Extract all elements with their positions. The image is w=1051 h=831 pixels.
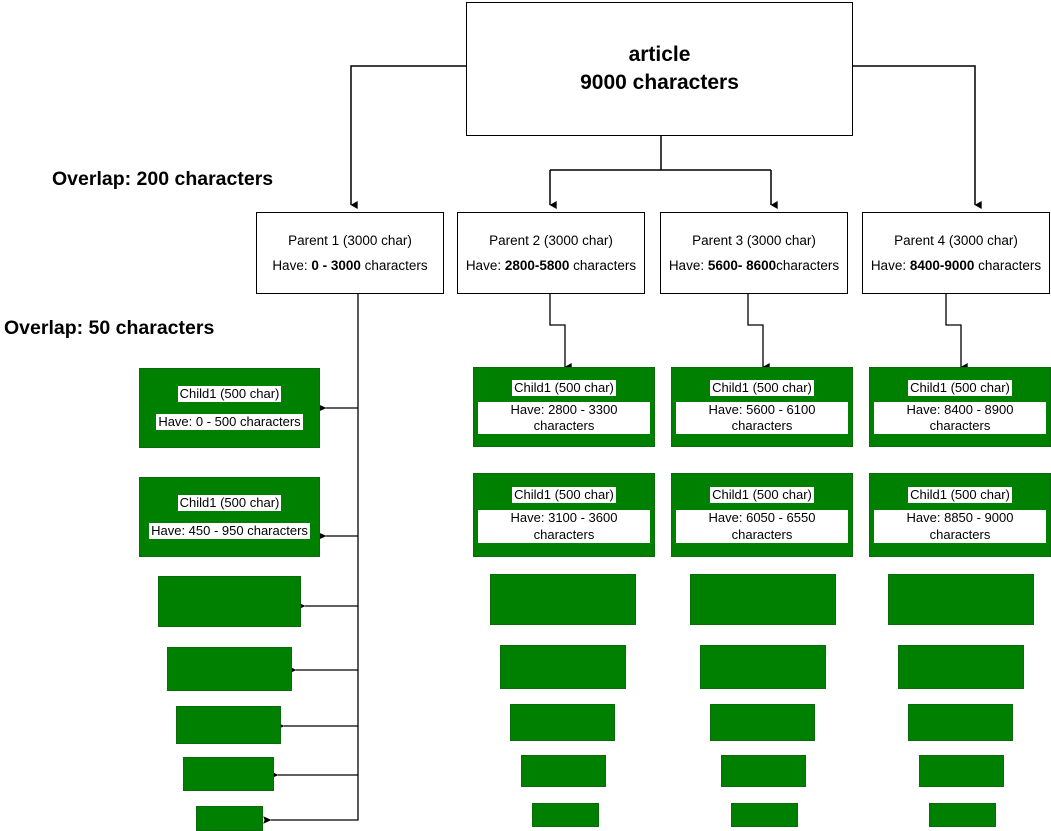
child-node-c4-1-have: Have: 8400 - 8900 characters <box>874 401 1046 435</box>
child-node-c1-1[interactable]: Child1 (500 char) Have: 0 - 500 characte… <box>139 368 320 448</box>
parent-node-1-have-prefix: Have: <box>272 258 312 273</box>
child-node-c3-5[interactable] <box>710 704 815 741</box>
parent-node-4-have-suffix: characters <box>974 258 1042 273</box>
child-node-c4-1[interactable]: Child1 (500 char) Have: 8400 - 8900 char… <box>869 367 1051 447</box>
parent-node-3[interactable]: Parent 3 (3000 char) Have: 5600- 8600cha… <box>660 212 848 294</box>
article-node[interactable]: article 9000 characters <box>466 2 853 136</box>
child-node-c4-2[interactable]: Child1 (500 char) Have: 8850 - 9000 char… <box>869 473 1051 557</box>
parent-node-4-have-range: 8400-9000 <box>909 258 975 273</box>
parent-node-2-have: Have: 2800-5800 characters <box>466 258 636 273</box>
child-node-c3-1-have: Have: 5600 - 6100 characters <box>676 401 848 435</box>
parent-node-2-title: Parent 2 (3000 char) <box>489 233 613 248</box>
child-node-c3-4[interactable] <box>700 645 826 689</box>
child-node-c2-1-have: Have: 2800 - 3300 characters <box>478 401 650 435</box>
connector-article-to-parent1 <box>350 65 466 210</box>
parent-node-4[interactable]: Parent 4 (3000 char) Have: 8400-9000 cha… <box>862 212 1050 294</box>
parent-node-3-have: Have: 5600- 8600characters <box>669 258 839 273</box>
child-node-c1-4[interactable] <box>167 647 292 691</box>
child-node-c1-3[interactable] <box>158 576 301 627</box>
parent-node-4-have-prefix: Have: <box>870 258 910 273</box>
child-node-c1-2-title: Child1 (500 char) <box>177 495 282 512</box>
parent-node-3-title: Parent 3 (3000 char) <box>692 233 816 248</box>
child-node-c4-5[interactable] <box>908 704 1013 741</box>
child-node-c1-2-have: Have: 450 - 950 characters <box>149 522 310 539</box>
child-node-c1-5[interactable] <box>176 706 281 744</box>
child-node-c3-3[interactable] <box>690 574 836 625</box>
child-node-c1-2[interactable]: Child1 (500 char) Have: 450 - 950 charac… <box>139 477 320 557</box>
parent-node-4-title: Parent 4 (3000 char) <box>894 233 1018 248</box>
child-node-c1-7[interactable] <box>196 806 263 831</box>
connector-parent3-to-child <box>747 294 770 372</box>
child-node-c2-2[interactable]: Child1 (500 char) Have: 3100 - 3600 char… <box>473 473 655 557</box>
article-title: article <box>628 42 691 66</box>
parent-node-2-have-range: 2800-5800 <box>504 258 570 273</box>
child-node-c3-2-title: Child1 (500 char) <box>710 487 814 504</box>
child-node-c2-4[interactable] <box>500 645 626 689</box>
child-node-c2-5[interactable] <box>510 704 615 741</box>
parent-node-2-have-suffix: characters <box>569 258 637 273</box>
connector-article-to-parent4 <box>853 65 982 210</box>
article-subtitle: 9000 characters <box>580 71 739 94</box>
parent-node-1-have-suffix: characters <box>360 258 428 273</box>
connector-parent4-to-child <box>945 294 968 372</box>
child-node-c2-3[interactable] <box>490 574 636 625</box>
child-node-c1-1-title: Child1 (500 char) <box>177 386 282 403</box>
parent-node-3-have-range: 5600- 8600 <box>707 258 777 273</box>
child-node-c3-1-title: Child1 (500 char) <box>710 379 814 396</box>
parent-node-2[interactable]: Parent 2 (3000 char) Have: 2800-5800 cha… <box>457 212 645 294</box>
child-node-c4-6[interactable] <box>919 755 1004 787</box>
child-node-c4-3[interactable] <box>888 574 1034 625</box>
overlap-parents-label: Overlap: 200 characters <box>52 168 274 190</box>
connector-parent2-to-child <box>549 294 572 372</box>
parent-node-3-have-prefix: Have: <box>668 258 708 273</box>
child-node-c2-1[interactable]: Child1 (500 char) Have: 2800 - 3300 char… <box>473 367 655 447</box>
child-node-c4-7[interactable] <box>929 803 996 827</box>
child-node-c3-6[interactable] <box>721 755 806 787</box>
child-node-c3-2-have: Have: 6050 - 6550 characters <box>676 510 848 543</box>
parent-node-1[interactable]: Parent 1 (3000 char) Have: 0 - 3000 char… <box>256 212 444 294</box>
child-node-c2-2-title: Child1 (500 char) <box>512 487 616 504</box>
child-node-c2-7[interactable] <box>532 803 599 827</box>
child-node-c4-2-title: Child1 (500 char) <box>908 487 1012 504</box>
parent-node-3-have-suffix: characters <box>776 258 840 273</box>
child-node-c2-1-title: Child1 (500 char) <box>512 379 616 396</box>
child-node-c4-2-have: Have: 8850 - 9000 characters <box>874 510 1046 543</box>
child-node-c1-1-have: Have: 0 - 500 characters <box>156 413 303 430</box>
child-node-c4-4[interactable] <box>898 645 1024 689</box>
child-node-c3-1[interactable]: Child1 (500 char) Have: 5600 - 6100 char… <box>671 367 853 447</box>
overlap-children-label: Overlap: 50 characters <box>4 317 215 339</box>
parent-node-2-have-prefix: Have: <box>465 258 505 273</box>
child-node-c2-6[interactable] <box>521 755 606 787</box>
child-node-c2-2-have: Have: 3100 - 3600 characters <box>478 510 650 543</box>
parent-node-1-have-range: 0 - 3000 <box>311 258 361 273</box>
parent-node-1-have: Have: 0 - 3000 characters <box>272 258 427 273</box>
child-node-c1-6[interactable] <box>183 757 274 791</box>
parent-node-4-have: Have: 8400-9000 characters <box>871 258 1041 273</box>
parent-node-1-title: Parent 1 (3000 char) <box>288 233 412 248</box>
child-node-c4-1-title: Child1 (500 char) <box>908 379 1012 396</box>
child-node-c3-2[interactable]: Child1 (500 char) Have: 6050 - 6550 char… <box>671 473 853 557</box>
connector-article-to-parent2-parent3 <box>549 136 778 210</box>
child-node-c3-7[interactable] <box>731 803 798 827</box>
